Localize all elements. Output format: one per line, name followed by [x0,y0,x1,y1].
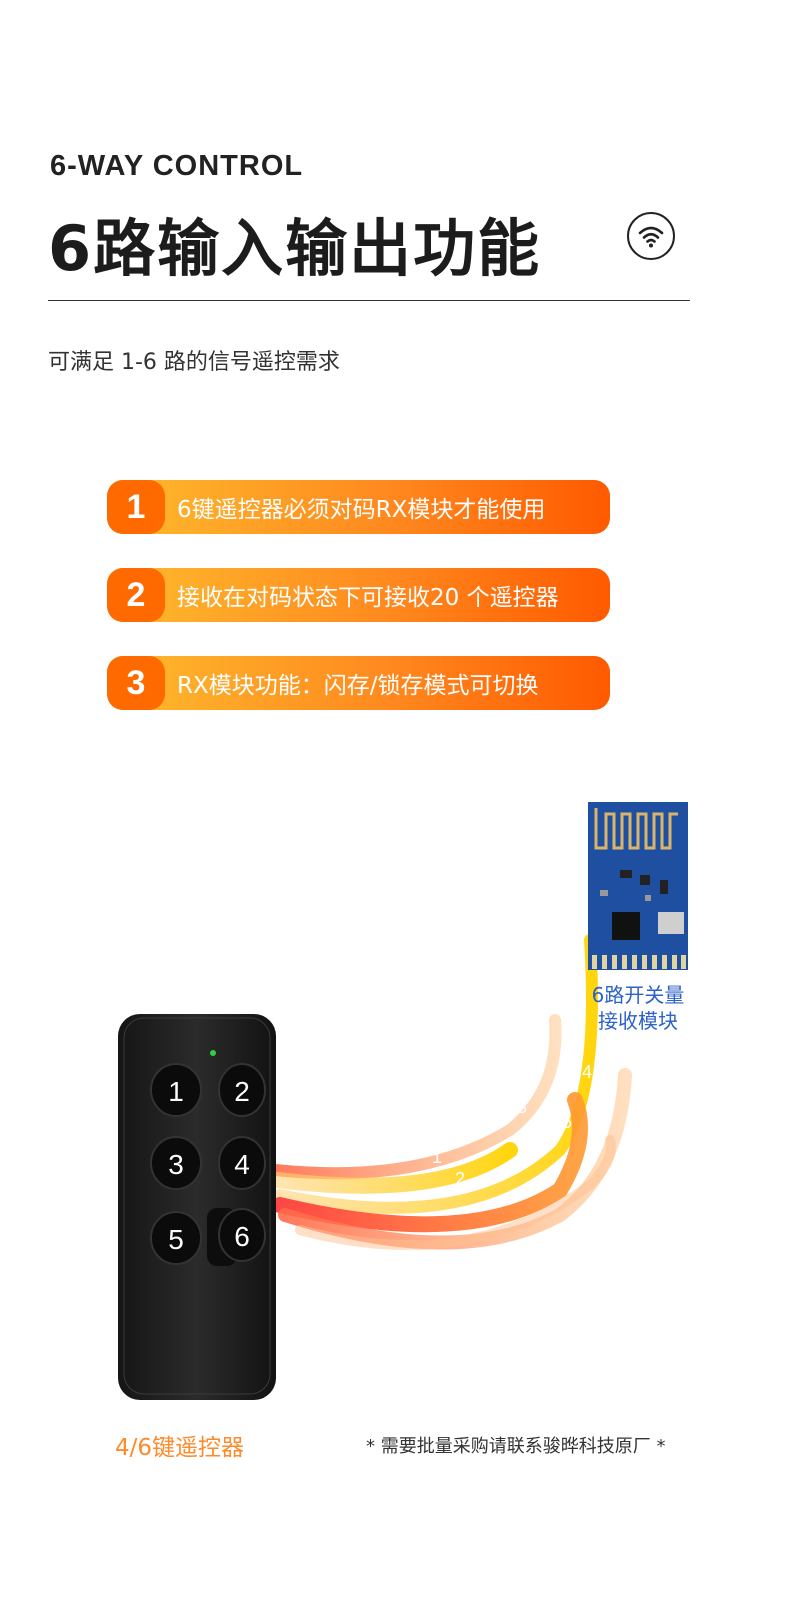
remote-button-2: 2 [234,1076,250,1107]
feature-text: RX模块功能：闪存/锁存模式可切换 [177,673,539,699]
remote-button-5: 5 [168,1224,184,1255]
remote-label: 4/6键遥控器 [115,1435,245,1461]
page-title: 6路输入输出功能 [48,212,542,285]
signal-number-3: 3 [517,1097,527,1117]
footer-note: * 需要批量采购请联系骏晔科技原厂 * [366,1436,666,1457]
remote-button-6: 6 [234,1221,250,1252]
module-label-line2: 接收模块 [598,1009,678,1033]
feature-item-1: 1 6键遥控器必须对码RX模块才能使用 [107,480,610,534]
wifi-icon [627,212,675,260]
signal-waves [269,934,632,1250]
signal-number-6: 6 [603,1106,613,1126]
signal-number-5: 5 [562,1112,572,1132]
feature-number: 3 [107,656,165,710]
signal-number-1: 1 [432,1147,442,1167]
feature-text: 6键遥控器必须对码RX模块才能使用 [177,497,546,523]
remote-control: 1 2 3 4 5 6 [118,1014,276,1400]
module-label: 6路开关量 接收模块 [588,982,688,1034]
header-divider [48,300,690,301]
remote-button-1: 1 [168,1076,184,1107]
feature-number: 1 [107,480,165,534]
signal-number-2: 2 [455,1169,465,1189]
rx-module [588,802,688,970]
feature-item-3: 3 RX模块功能：闪存/锁存模式可切换 [107,656,610,710]
page-subtitle: 可满足 1-6 路的信号遥控需求 [48,350,340,375]
section-eyebrow: 6-WAY CONTROL [50,150,304,182]
product-illustration: 1 2 3 4 5 6 [118,802,688,1400]
feature-item-2: 2 接收在对码状态下可接收20 个遥控器 [107,568,610,622]
module-label-line1: 6路开关量 [591,983,685,1007]
feature-text: 接收在对码状态下可接收20 个遥控器 [177,585,559,611]
feature-number: 2 [107,568,165,622]
remote-button-4: 4 [234,1149,250,1180]
signal-number-4: 4 [582,1062,592,1082]
remote-button-3: 3 [168,1149,184,1180]
